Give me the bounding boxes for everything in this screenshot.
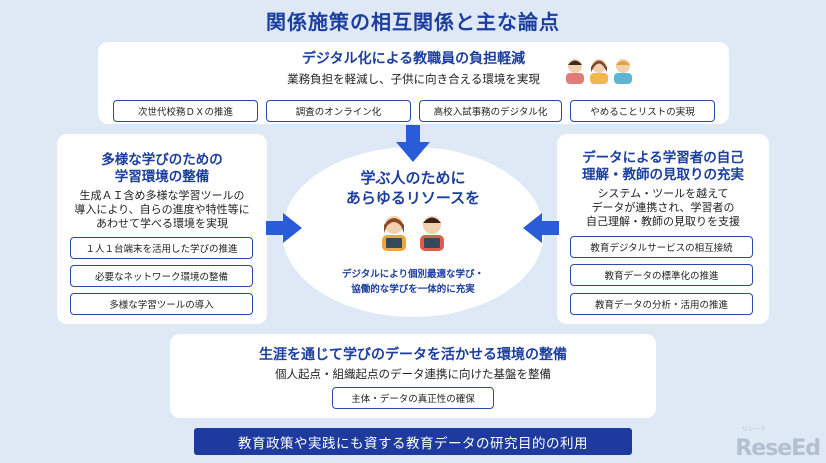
left-chip-1: １人１台端末を活用した学びの推進 [70, 237, 253, 259]
left-chip-3: 多様な学習ツールの導入 [70, 293, 253, 315]
left-panel-text-1: 生成ＡＩ含め多様な学習ツールの [79, 189, 245, 202]
top-panel-heading: デジタル化による教職員の負担軽減 [301, 51, 526, 67]
right-panel-heading-2: 理解・教師の見取りの充実 [582, 167, 744, 183]
bottom-panel-subtext: 個人起点・組織起点のデータ連携に向けた基盤を整備 [275, 367, 551, 381]
top-chip-3: 高校入試事務のデジタル化 [419, 100, 562, 122]
left-panel-text-2: 導入により、自らの進度や特性等に [74, 203, 250, 216]
teachers-illustration [566, 59, 632, 84]
bottom-chip: 主体・データの真正性の確保 [332, 387, 494, 409]
top-chip-4: やめることリストの実現 [570, 100, 715, 122]
right-chip-3: 教育データの分析・活用の推進 [570, 293, 753, 315]
left-panel-heading-1: 多様な学びのための [101, 152, 223, 168]
page-title: 関係施策の相互関係と主な論点 [266, 10, 560, 34]
top-panel-subtext: 業務負担を軽減し、子供に向き合える環境を実現 [287, 72, 540, 86]
students-illustration [382, 216, 444, 251]
left-panel: 多様な学びのための 学習環境の整備 生成ＡＩ含め多様な学習ツールの 導入により、… [57, 134, 267, 324]
right-panel-text-2: データが連携され、学習者の [591, 201, 735, 214]
right-panel-heading-1: データによる学習者の自己 [582, 150, 744, 166]
right-chip-2: 教育データの標準化の推進 [570, 264, 753, 286]
left-panel-heading-2: 学習環境の整備 [114, 169, 210, 185]
bottom-panel-heading: 生涯を通じて学びのデータを活かせる環境の整備 [259, 347, 567, 363]
center-text-1: デジタルにより個別最適な学び・ [341, 269, 485, 280]
reseed-logo: ReseEd [735, 436, 821, 461]
top-chip-1: 次世代校務ＤＸの推進 [113, 100, 258, 122]
center-oval [282, 147, 544, 317]
center-text-2: 協働的な学びを一体的に充実 [351, 284, 475, 295]
right-panel: データによる学習者の自己 理解・教師の見取りの充実 システム・ツールを越えて デ… [557, 134, 769, 324]
right-panel-text-3: 自己理解・教師の見取りを支援 [586, 215, 740, 228]
center-heading-2: あらゆるリソースを [345, 189, 481, 207]
center-heading-1: 学ぶ人のために [360, 169, 466, 187]
right-panel-text-1: システム・ツールを越えて [597, 187, 729, 200]
arrow-right-icon [266, 213, 302, 243]
right-chip-1: 教育デジタルサービスの相互接続 [570, 236, 753, 258]
top-chip-2: 調査のオンライン化 [266, 100, 411, 122]
arrow-down-icon [396, 125, 430, 162]
left-chip-2: 必要なネットワーク環境の整備 [70, 265, 253, 287]
footer-bar: 教育政策や実践にも資する教育データの研究目的の利用 [194, 428, 632, 455]
left-panel-text-3: あわせて学べる環境を実現 [96, 217, 228, 230]
logo-subtext: リシード [741, 426, 766, 433]
arrow-left-icon [523, 213, 559, 243]
